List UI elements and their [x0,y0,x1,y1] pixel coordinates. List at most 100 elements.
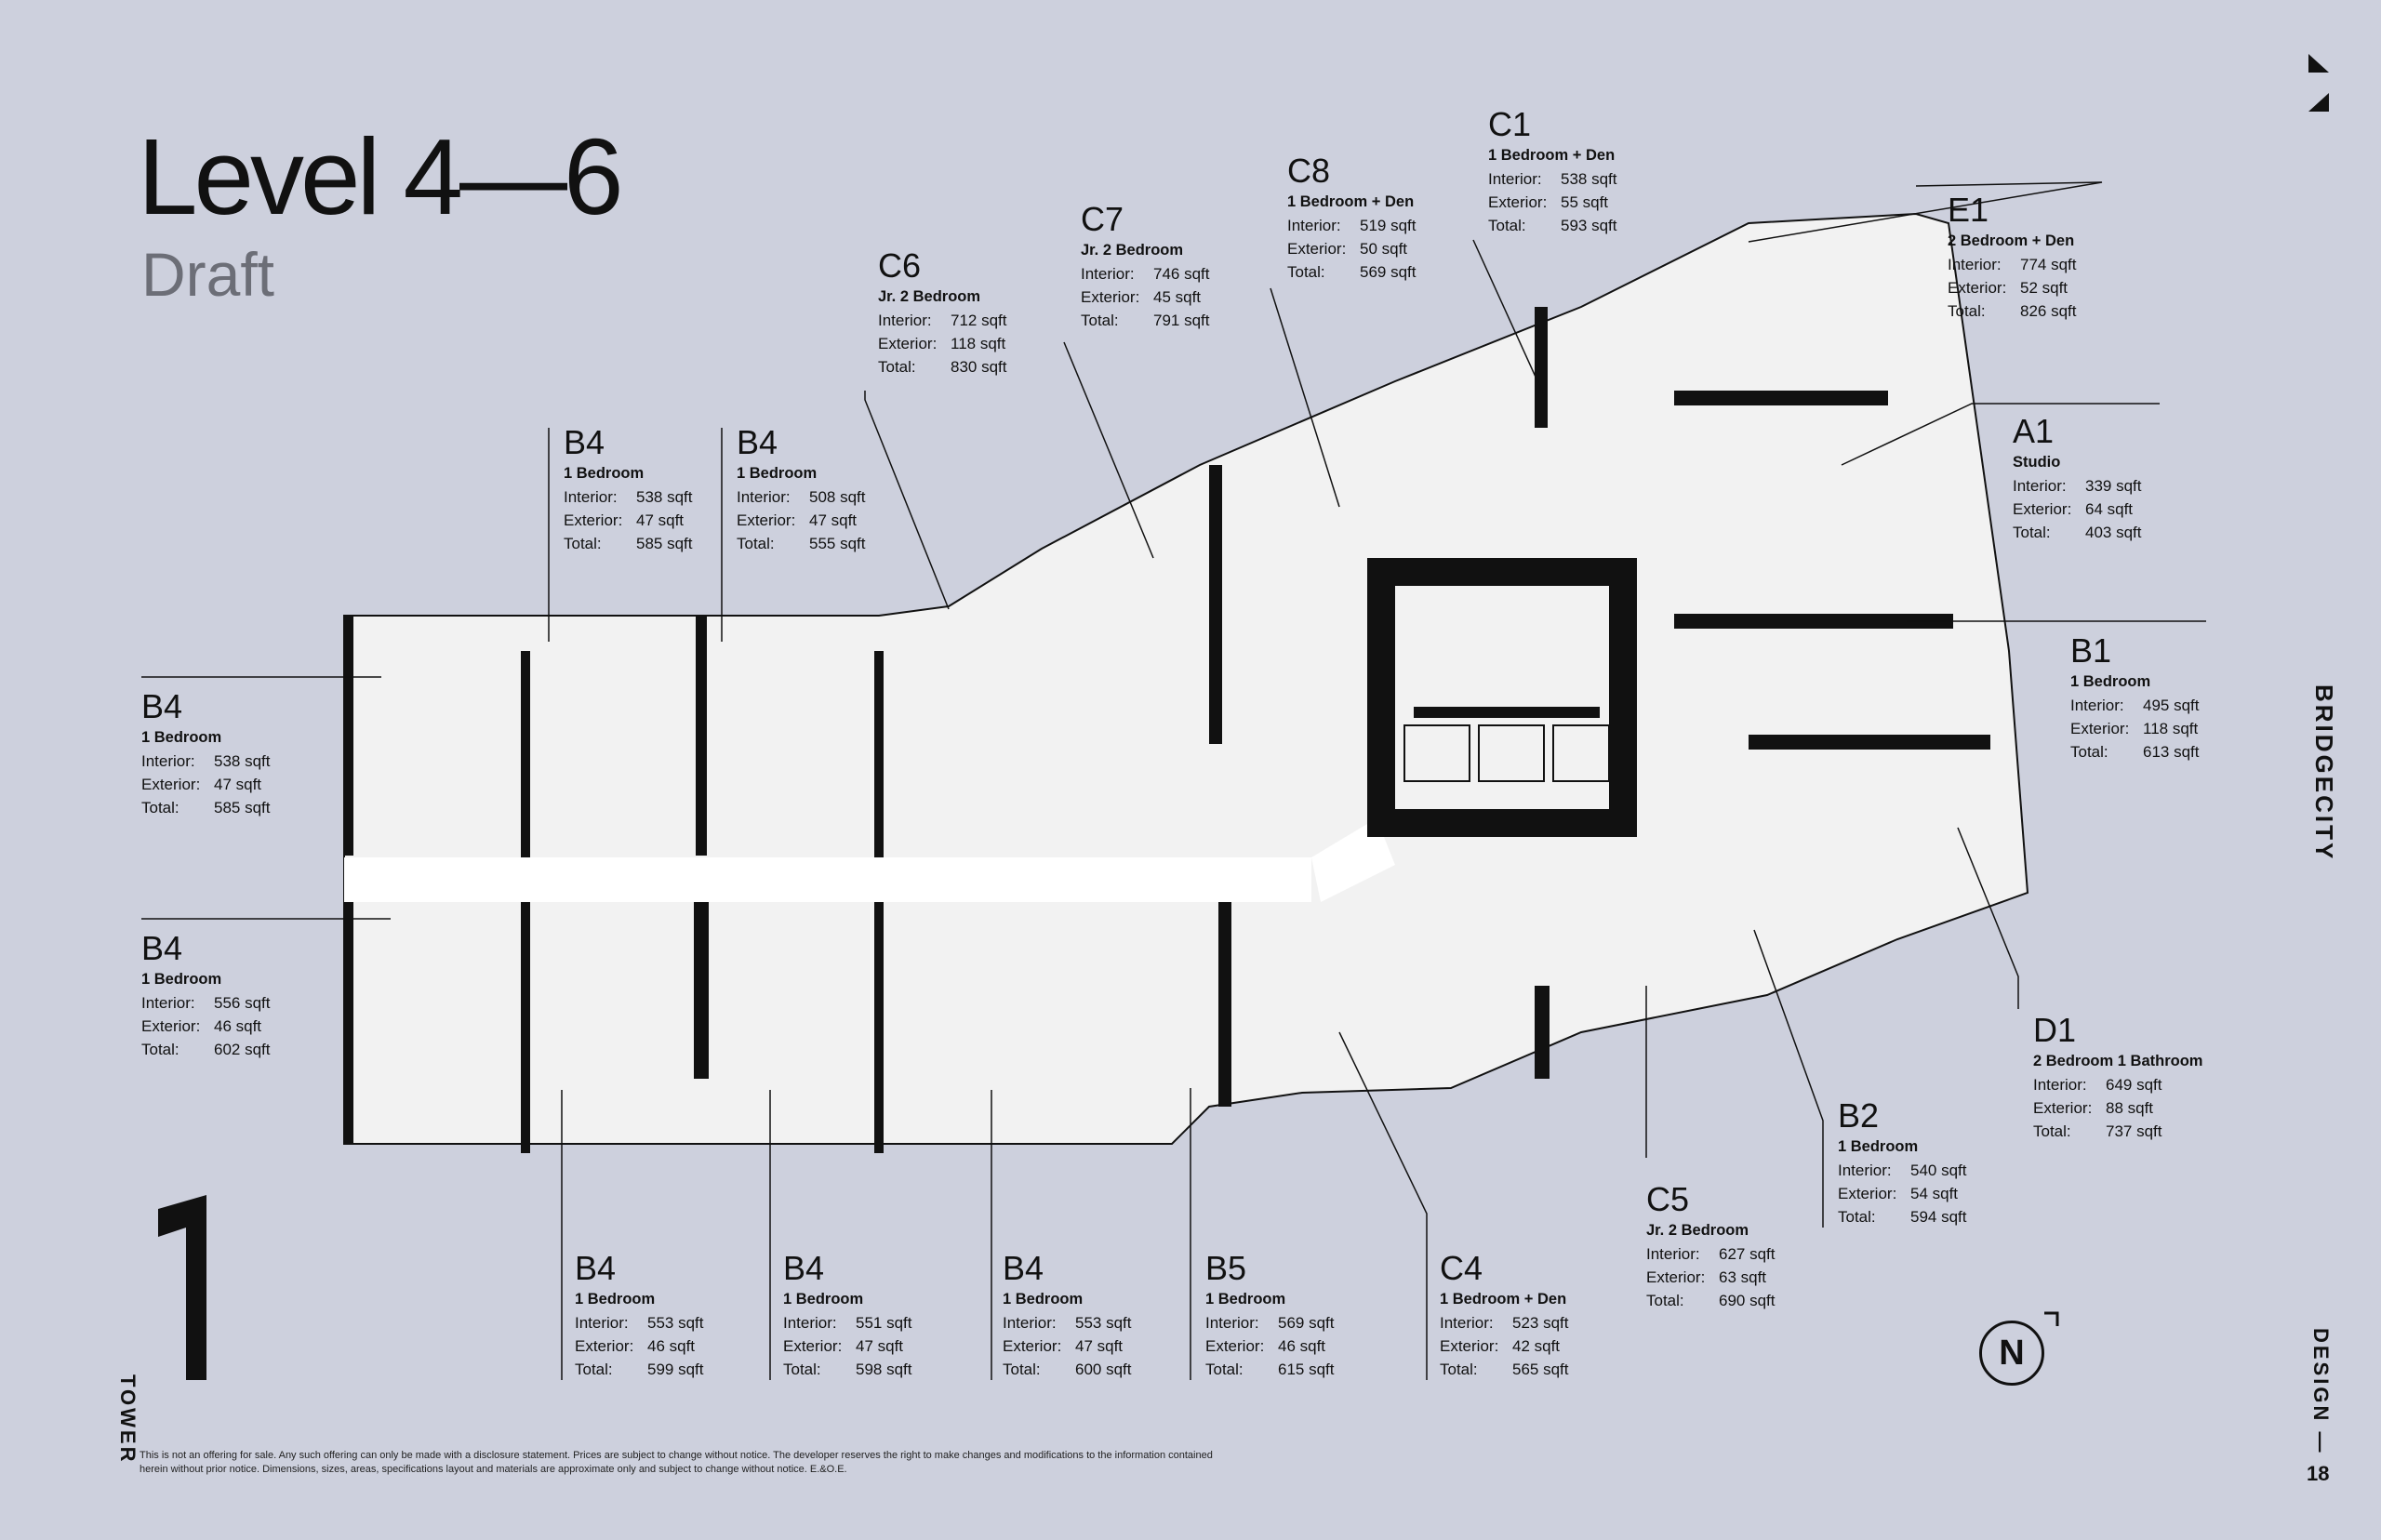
exterior-value: 42 sqft [1512,1337,1561,1355]
total-label: Total: [878,358,916,376]
total-label: Total: [737,535,775,552]
interior-label: Interior: [1838,1162,1892,1179]
exterior-label: Exterior: [1488,193,1548,211]
total-value: 690 sqft [1719,1292,1776,1309]
interior-label: Interior: [1440,1314,1494,1332]
exterior-label: Exterior: [737,511,796,529]
tower-label: TOWER [116,1374,140,1465]
unit-code: C6 [878,246,922,285]
unit-code: C5 [1646,1180,1690,1218]
interior-value: 553 sqft [1075,1314,1132,1332]
interior-value: 538 sqft [636,488,693,506]
total-label: Total: [1003,1361,1041,1378]
total-label: Total: [141,799,180,816]
interior-value: 712 sqft [951,312,1007,329]
exterior-value: 46 sqft [1278,1337,1326,1355]
unit-type: 1 Bedroom [2070,673,2151,690]
interior-value: 519 sqft [1360,217,1417,234]
unit-type: 1 Bedroom + Den [1287,193,1415,210]
exterior-value: 47 sqft [636,511,685,529]
unit-label-c6: C6 Jr. 2 Bedroom Interior:712 sqft Exter… [878,247,1007,378]
interior-value: 538 sqft [214,752,271,770]
interior-label: Interior: [141,994,195,1012]
exterior-value: 50 sqft [1360,240,1408,258]
unit-type: 2 Bedroom 1 Bathroom [2033,1053,2203,1069]
unit-label-e1: E1 2 Bedroom + Den Interior:774 sqft Ext… [1948,192,2077,323]
total-label: Total: [1646,1292,1684,1309]
interior-value: 538 sqft [1561,170,1617,188]
total-value: 594 sqft [1910,1208,1967,1226]
exterior-value: 46 sqft [647,1337,696,1355]
unit-label-b5: B5 1 Bedroom Interior:569 sqft Exterior:… [1205,1250,1335,1381]
interior-label: Interior: [564,488,618,506]
exterior-label: Exterior: [1646,1268,1706,1286]
exterior-value: 47 sqft [856,1337,904,1355]
exterior-label: Exterior: [2070,720,2130,737]
total-label: Total: [564,535,602,552]
exterior-label: Exterior: [1287,240,1347,258]
unit-type: 1 Bedroom [141,971,222,988]
total-label: Total: [783,1361,821,1378]
total-value: 569 sqft [1360,263,1417,281]
interior-label: Interior: [1205,1314,1259,1332]
unit-type: 1 Bedroom [783,1291,864,1308]
unit-type: 1 Bedroom [1205,1291,1286,1308]
exterior-value: 46 sqft [214,1017,262,1035]
interior-label: Interior: [2070,697,2124,714]
total-value: 826 sqft [2020,302,2077,320]
unit-label-b4-south-3: B4 1 Bedroom Interior:553 sqft Exterior:… [1003,1250,1132,1381]
exterior-label: Exterior: [783,1337,843,1355]
unit-code: E1 [1948,191,1989,229]
interior-label: Interior: [1003,1314,1057,1332]
total-label: Total: [1287,263,1325,281]
total-label: Total: [1205,1361,1244,1378]
exterior-value: 47 sqft [214,776,262,793]
unit-code: B4 [141,687,183,725]
total-value: 791 sqft [1153,312,1210,329]
unit-type: 1 Bedroom [564,465,645,482]
exterior-label: Exterior: [1948,279,2007,297]
exterior-value: 52 sqft [2020,279,2068,297]
unit-type: 2 Bedroom + Den [1948,232,2075,249]
unit-code: B2 [1838,1096,1880,1135]
total-value: 613 sqft [2143,743,2200,761]
unit-type: 1 Bedroom [1003,1291,1084,1308]
unit-label-d1: D1 2 Bedroom 1 Bathroom Interior:649 sqf… [2033,1012,2202,1143]
interior-value: 540 sqft [1910,1162,1967,1179]
interior-value: 774 sqft [2020,256,2077,273]
unit-label-b2: B2 1 Bedroom Interior:540 sqft Exterior:… [1838,1097,1967,1228]
total-value: 830 sqft [951,358,1007,376]
total-value: 555 sqft [809,535,866,552]
interior-label: Interior: [737,488,791,506]
interior-value: 551 sqft [856,1314,912,1332]
page-title: Level 4—6 [138,116,624,237]
interior-label: Interior: [1287,217,1341,234]
total-label: Total: [1440,1361,1478,1378]
exterior-value: 47 sqft [1075,1337,1124,1355]
unit-type: Jr. 2 Bedroom [1081,242,1184,259]
exterior-value: 118 sqft [2143,720,2199,737]
interior-label: Interior: [2013,477,2067,495]
total-label: Total: [1948,302,1986,320]
interior-label: Interior: [1081,265,1135,283]
exterior-value: 64 sqft [2085,500,2134,518]
unit-code: B5 [1205,1249,1247,1287]
total-label: Total: [141,1041,180,1058]
unit-type: Jr. 2 Bedroom [878,288,981,305]
unit-code: B1 [2070,631,2112,670]
total-value: 593 sqft [1561,217,1617,234]
exterior-value: 88 sqft [2106,1099,2154,1117]
total-value: 737 sqft [2106,1122,2162,1140]
total-value: 599 sqft [647,1361,704,1378]
interior-value: 746 sqft [1153,265,1210,283]
total-value: 403 sqft [2085,524,2142,541]
interior-value: 627 sqft [1719,1245,1776,1263]
unit-type: 1 Bedroom [141,729,222,746]
unit-code: B4 [737,423,778,461]
unit-code: D1 [2033,1011,2077,1049]
total-value: 585 sqft [214,799,271,816]
total-label: Total: [2070,743,2108,761]
design-label: DESIGN — [2309,1328,2333,1455]
interior-label: Interior: [141,752,195,770]
